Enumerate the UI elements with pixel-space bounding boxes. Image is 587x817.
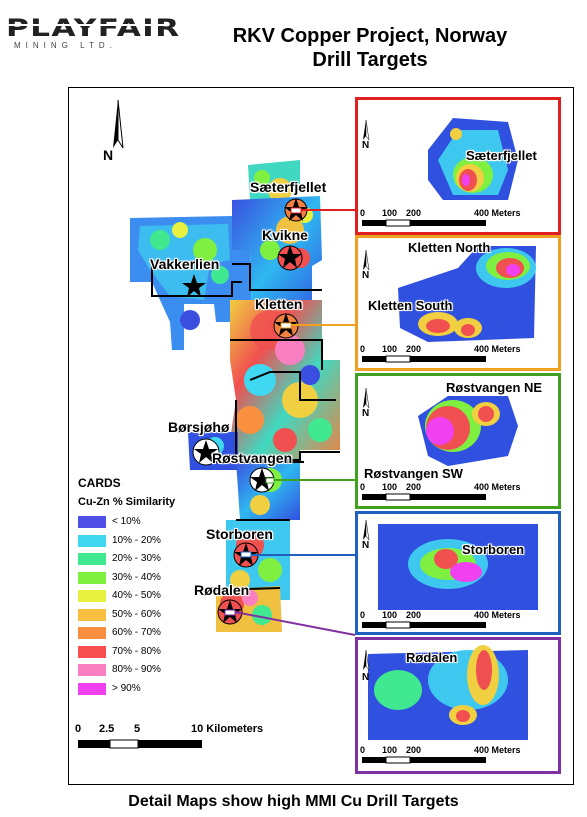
main-scale-label-5: 5 (134, 723, 141, 735)
inset-scale-label: 400 Meters (474, 482, 521, 492)
inset-north-label: N (362, 540, 370, 551)
target-borsjoho (192, 438, 220, 466)
logo-subtitle: MINING LTD. (14, 41, 117, 50)
inset-label: Kletten North (408, 240, 491, 255)
inset-scale-label: 200 (406, 482, 422, 492)
inset-storboren: Storboren N 0 100 200 400 Meters (355, 511, 561, 635)
target-rodalen (217, 599, 243, 625)
inset-leader-lines (234, 209, 356, 636)
title-line-2: Drill Targets (312, 49, 428, 71)
legend-swatch (78, 590, 106, 602)
legend-label: 80% - 90% (112, 664, 161, 675)
inset-north-label: N (362, 140, 370, 151)
inset-scale-label: 0 (360, 482, 366, 492)
legend-label: 30% - 40% (112, 571, 161, 583)
legend-label: 20% - 30% (112, 553, 161, 564)
inset-scale-label: 400 Meters (474, 344, 521, 354)
north-arrow (113, 99, 124, 149)
site-label-rostvangen: Røstvangen (212, 450, 293, 466)
inset-scale-label: 200 (406, 610, 422, 620)
target-kvikne (277, 245, 303, 271)
site-label-borsjoho: Børsjøhø (168, 419, 230, 435)
legend-swatch (78, 627, 106, 639)
title-line-1: RKV Copper Project, Norway (232, 25, 508, 47)
legend-subtitle: Cu-Zn % Similarity (78, 496, 176, 508)
legend-swatch (78, 534, 106, 547)
main-north-label: N (103, 147, 114, 163)
inset-north-label: N (362, 270, 370, 281)
site-label-rodalen: Rødalen (194, 582, 250, 598)
inset-scale-label: 200 (406, 344, 422, 354)
inset-saeterfjellet: Sæterfjellet N 0 100 200 400 Meters (355, 97, 561, 235)
site-label-saeterfjellet: Sæterfjellet (250, 179, 327, 195)
inset-scale-label: 100 (382, 482, 398, 492)
survey-area-raster (130, 160, 340, 632)
legend-label: 40% - 50% (112, 590, 161, 601)
inset-scale-label: 400 Meters (474, 208, 521, 218)
logo-wordmark: PLAYFAIR (6, 14, 181, 42)
main-scale-label-2-5: 2.5 (99, 723, 115, 735)
map-legend: CARDS Cu-Zn % Similarity (78, 476, 175, 508)
site-label-kvikne: Kvikne (262, 227, 308, 243)
legend-label: 50% - 60% (112, 608, 161, 620)
inset-north-label: N (362, 408, 370, 419)
target-rostvangen (249, 467, 275, 493)
inset-scale-label: 400 Meters (474, 745, 521, 755)
main-scale-label-0: 0 (75, 723, 82, 735)
page-title: RKV Copper Project, Norway Drill Targets (200, 24, 540, 72)
inset-scale-label: 100 (382, 344, 398, 354)
inset-label: Rødalen (406, 650, 458, 665)
target-kletten (273, 313, 299, 339)
legend-title: CARDS (78, 476, 121, 490)
inset-label: Kletten South (368, 298, 453, 313)
legend-swatch (78, 608, 106, 621)
inset-scale-label: 0 (360, 344, 366, 354)
legend-label: < 10% (112, 516, 141, 527)
inset-north-label: N (362, 672, 370, 683)
legend-swatch (78, 571, 106, 584)
legend-swatch (78, 553, 106, 565)
inset-scale-label: 200 (406, 208, 422, 218)
inset-scale-label: 100 (382, 745, 398, 755)
main-scale-bar (78, 739, 202, 749)
legend-label: 10% - 20% (112, 534, 161, 546)
inset-label: Storboren (462, 542, 525, 557)
footer-caption: Detail Maps show high MMI Cu Drill Targe… (128, 793, 459, 810)
inset-label: Sæterfjellet (466, 148, 537, 163)
inset-scale-label: 0 (360, 745, 366, 755)
site-label-kletten: Kletten (255, 296, 303, 312)
inset-scale-label: 200 (406, 745, 422, 755)
legend-swatch (78, 645, 106, 658)
inset-label: Røstvangen NE (446, 380, 543, 395)
claim-boundaries (151, 260, 340, 591)
inset-scale-label: 0 (360, 208, 366, 218)
inset-scale-label: 100 (382, 610, 398, 620)
site-label-storboren: Storboren (206, 526, 273, 542)
inset-scale-label: 100 (382, 208, 398, 218)
legend-swatch (78, 516, 106, 528)
inset-scale-label: 400 Meters (474, 610, 521, 620)
main-scale-label-10: 10 Kilometers (191, 723, 264, 735)
inset-label: Røstvangen SW (364, 466, 463, 481)
legend-label: > 90% (112, 682, 141, 694)
target-vakkerlien (182, 274, 206, 297)
inset-scale-label: 0 (360, 610, 366, 620)
inset-rostvangen: Røstvangen NE Røstvangen SW N 0 100 200 400 Me… (355, 373, 561, 509)
site-label-vakkerlien: Vakkerlien (150, 256, 220, 272)
legend-swatch (78, 682, 106, 695)
company-logo: PLAYFAIR MINING LTD. (6, 14, 186, 54)
legend-label: 60% - 70% (112, 627, 161, 638)
legend-label: 70% - 80% (112, 645, 161, 657)
target-markers (182, 198, 308, 625)
legend-swatch (78, 664, 106, 676)
